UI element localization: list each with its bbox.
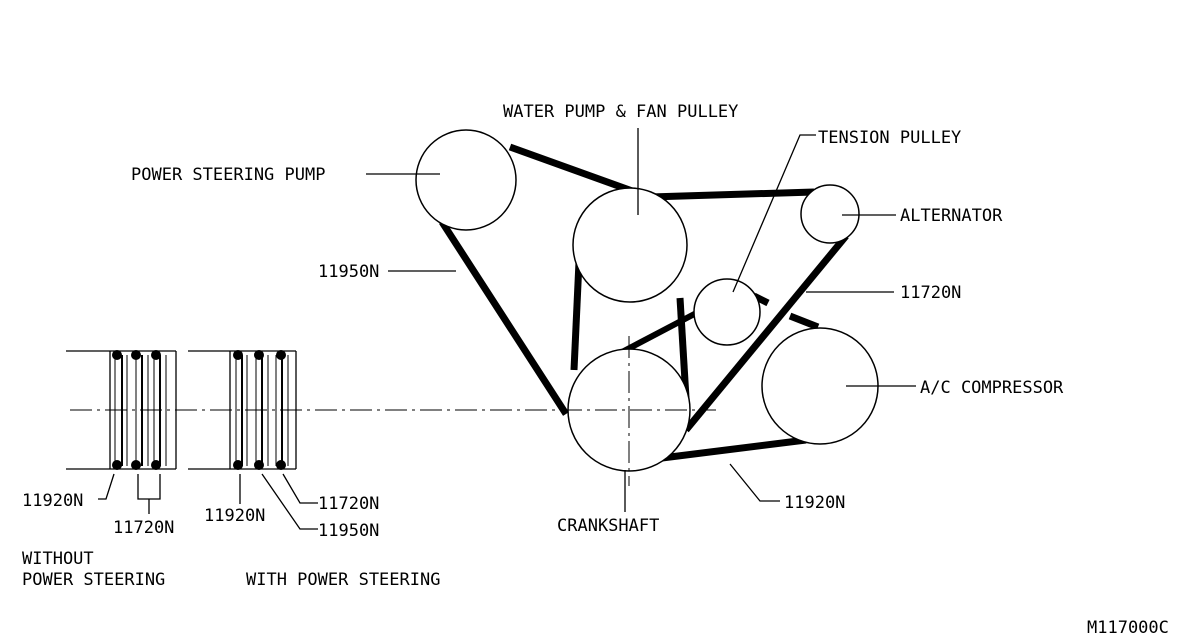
with-belt-b-label: 11720N (318, 494, 379, 514)
ac-belt-leader (729, 463, 780, 502)
alternator-label: ALTERNATOR (900, 206, 1003, 226)
with-belt-a-label: 11920N (204, 506, 265, 526)
power-steering-pulley (415, 129, 517, 231)
power-steering-belt-left (439, 220, 569, 416)
water-pump-label: WATER PUMP & FAN PULLEY (503, 102, 738, 122)
power-steering-belt-right (676, 297, 690, 399)
tension-pulley-leader (732, 134, 816, 293)
without-belt-b-label: 11720N (113, 518, 174, 538)
tension-pulley-label: TENSION PULLEY (818, 128, 961, 148)
power-steering-belt-top (508, 143, 637, 196)
crankshaft-label: CRANKSHAFT (557, 516, 659, 536)
without-belt-a-label: 11920N (22, 491, 83, 511)
ac-belt-top-seg (788, 312, 820, 331)
cross-section-without-ps (66, 350, 177, 514)
with-belt-c-label: 11950N (318, 521, 379, 541)
alternator-belt-inner (620, 307, 704, 355)
ps-belt-label: 11950N (318, 262, 379, 282)
water-pump-pulley (572, 187, 688, 303)
ac-compressor-label: A/C COMPRESSOR (920, 378, 1064, 398)
ac-belt-bottom (661, 436, 807, 462)
power-steering-pump-label: POWER STEERING PUMP (131, 165, 325, 185)
ac-belt-label: 11920N (784, 493, 845, 513)
without-caption-line1: WITHOUT (22, 549, 94, 569)
cross-section-with-ps (188, 350, 318, 530)
alternator-belt-right (683, 233, 849, 433)
with-caption: WITH POWER STEERING (246, 570, 440, 590)
alt-belt-label: 11720N (900, 283, 961, 303)
tension-pulley (693, 278, 761, 346)
without-caption-line2: POWER STEERING (22, 570, 165, 590)
figure-id: M117000C (1087, 618, 1169, 638)
alternator-belt-top (649, 188, 815, 201)
alternator-pulley (800, 184, 860, 244)
